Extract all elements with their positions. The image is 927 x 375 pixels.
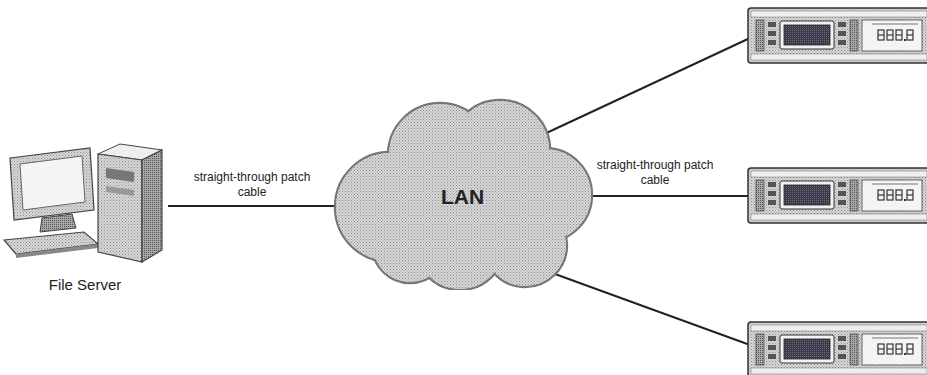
network-cloud: LAN: [330, 95, 595, 290]
network-device: [748, 8, 927, 63]
cable-label: straight-through patch cable: [594, 158, 716, 188]
server-icon: [4, 144, 162, 262]
network-device: [748, 322, 927, 375]
cable-label: straight-through patch cable: [191, 170, 313, 200]
network-device: [748, 168, 927, 223]
cloud-label: LAN: [330, 185, 595, 209]
server-node: File Server: [2, 140, 168, 305]
node-label: File Server: [2, 276, 168, 293]
patch-cable: [168, 205, 336, 207]
